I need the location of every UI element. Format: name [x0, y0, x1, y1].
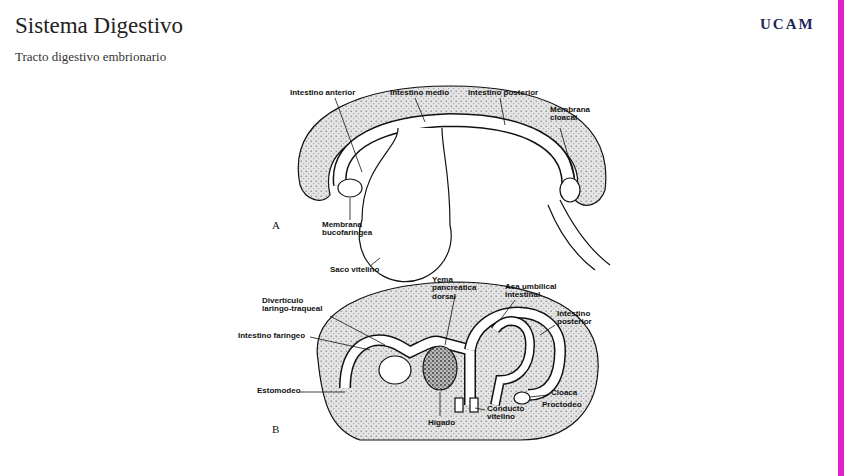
part-label: Intestino faríngeo: [238, 332, 305, 340]
part-label: Intestino posterior: [557, 310, 605, 327]
part-label: Intestino medio: [390, 89, 449, 97]
slide-title: Sistema Digestivo: [15, 14, 183, 38]
panel-letter: B: [272, 424, 279, 436]
part-label: Cloaca: [551, 389, 577, 397]
part-label: Membrana bucofaríngea: [322, 221, 382, 238]
part-label: Conducto vitelino: [487, 405, 533, 422]
part-label: Membrana cloacal: [550, 106, 602, 123]
leader-lines-b: [300, 296, 555, 416]
part-label: Asa umbilical intestinal: [505, 283, 567, 300]
side-bar: [838, 0, 844, 476]
part-label: Saco vitelino: [330, 266, 379, 274]
part-label: Estomodeo: [257, 387, 301, 395]
embryo-b: [317, 282, 598, 440]
logo-text: UCAM: [760, 17, 815, 33]
part-label: Intestino anterior: [290, 89, 355, 97]
leader-lines-a: [335, 98, 575, 266]
part-label: Yema pancreática dorsal: [432, 276, 494, 301]
panel-letter: A: [272, 220, 280, 232]
part-label: Divertículo laringo-traqueal: [262, 297, 332, 314]
embryo-a: [298, 86, 610, 282]
part-label: Hígado: [428, 419, 455, 427]
part-label: Intestino posterior: [468, 89, 538, 97]
subtitle: Tracto digestivo embrionario: [15, 50, 166, 64]
part-label: Proctodeo: [542, 401, 582, 409]
